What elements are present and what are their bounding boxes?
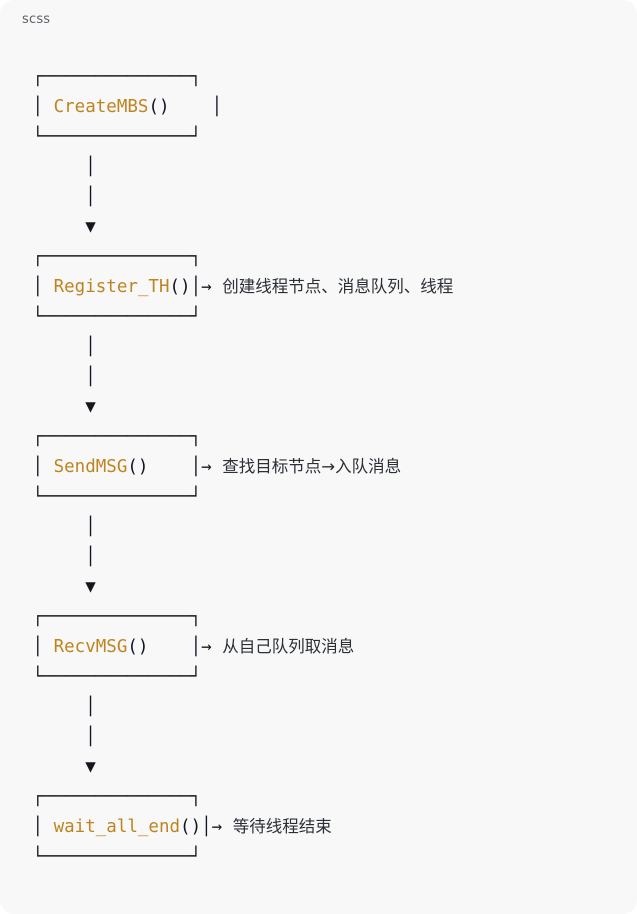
step-send-msg-box-left-edge: │	[22, 457, 54, 477]
step-create-mbs-call-parens: ()	[148, 97, 170, 117]
flow-connector-line: │	[22, 367, 96, 387]
step-register-th-box-left-edge: │	[22, 277, 54, 297]
flow-connector-line: │	[22, 337, 96, 357]
step-create-mbs-box-bottom-border: └──────────────┘	[22, 127, 202, 147]
step-wait-all-end-function-name: wait_all_end	[53, 817, 181, 837]
step-register-th-box-top-border: ┌──────────────┐	[22, 247, 202, 267]
step-recv-msg-box-bottom-border: └──────────────┘	[22, 667, 202, 687]
step-recv-msg-annotation-arrow-icon: →	[201, 637, 212, 657]
step-register-th-annotation-text: 创建线程节点、消息队列、线程	[222, 277, 454, 296]
step-wait-all-end-box-left-edge: │	[22, 817, 54, 837]
step-send-msg-box-bottom-border: └──────────────┘	[22, 487, 202, 507]
step-wait-all-end-box-right-edge: │	[201, 817, 212, 837]
step-register-th-annotation-arrow-icon: →	[201, 277, 212, 297]
step-recv-msg-function-name: RecvMSG	[53, 637, 128, 657]
step-register-th-function-name: Register_TH	[53, 277, 170, 297]
step-wait-all-end-call-parens: ()	[180, 817, 202, 837]
step-register-th-box-right-edge: │	[190, 277, 202, 297]
flow-connector-line: │	[22, 187, 96, 207]
step-register-th: │ Register_TH()│→ 创建线程节点、消息队列、线程	[22, 272, 637, 302]
step-send-msg-call-parens: ()	[127, 457, 149, 477]
step-create-mbs-box-right-edge: │	[211, 97, 223, 117]
step-send-msg-function-name: SendMSG	[53, 457, 128, 477]
step-recv-msg-call-parens: ()	[127, 637, 149, 657]
flow-connector-line: │	[22, 517, 96, 537]
code-language-label: scss	[22, 12, 51, 27]
flow-connector-line: │	[22, 697, 96, 717]
step-create-mbs-box-top-border: ┌──────────────┐	[22, 67, 202, 87]
step-wait-all-end-box-bottom-border: └──────────────┘	[22, 847, 202, 867]
step-register-th-call-parens: ()	[169, 277, 191, 297]
flow-connector-line: │	[22, 727, 96, 747]
flow-arrow-down-icon: ▼	[22, 217, 96, 237]
step-recv-msg-box-left-edge: │	[22, 637, 54, 657]
step-recv-msg: │ RecvMSG() │→ 从自己队列取消息	[22, 632, 637, 662]
step-send-msg-annotation-arrow-icon: →	[201, 457, 212, 477]
step-send-msg-box-right-edge: │	[190, 457, 202, 477]
step-send-msg-box-top-border: ┌──────────────┐	[22, 427, 202, 447]
step-wait-all-end-annotation-arrow-icon: →	[211, 817, 223, 837]
step-wait-all-end-annotation-text: 等待线程结束	[232, 817, 332, 836]
step-recv-msg-annotation-text: 从自己队列取消息	[222, 637, 355, 656]
step-recv-msg-box-top-border: ┌──────────────┐	[22, 607, 202, 627]
flow-connector-line: │	[22, 547, 96, 567]
step-create-mbs: │ CreateMBS() │	[22, 92, 637, 122]
code-content[interactable]: ┌──────────────┐ │ CreateMBS() │ └──────…	[0, 62, 637, 914]
step-create-mbs-box-left-edge: │	[22, 97, 54, 117]
step-create-mbs-function-name: CreateMBS	[53, 97, 149, 117]
step-recv-msg-box-right-edge: │	[190, 637, 202, 657]
flow-connector-line: │	[22, 157, 96, 177]
step-wait-all-end-box-top-border: ┌──────────────┐	[22, 787, 202, 807]
step-send-msg-annotation-text: 查找目标节点→入队消息	[222, 457, 402, 476]
step-register-th-box-bottom-border: └──────────────┘	[22, 307, 202, 327]
flow-arrow-down-icon: ▼	[22, 397, 96, 417]
step-send-msg: │ SendMSG() │→ 查找目标节点→入队消息	[22, 452, 637, 482]
step-wait-all-end: │ wait_all_end()│→ 等待线程结束	[22, 812, 637, 842]
flow-arrow-down-icon: ▼	[22, 757, 96, 777]
flow-arrow-down-icon: ▼	[22, 577, 96, 597]
